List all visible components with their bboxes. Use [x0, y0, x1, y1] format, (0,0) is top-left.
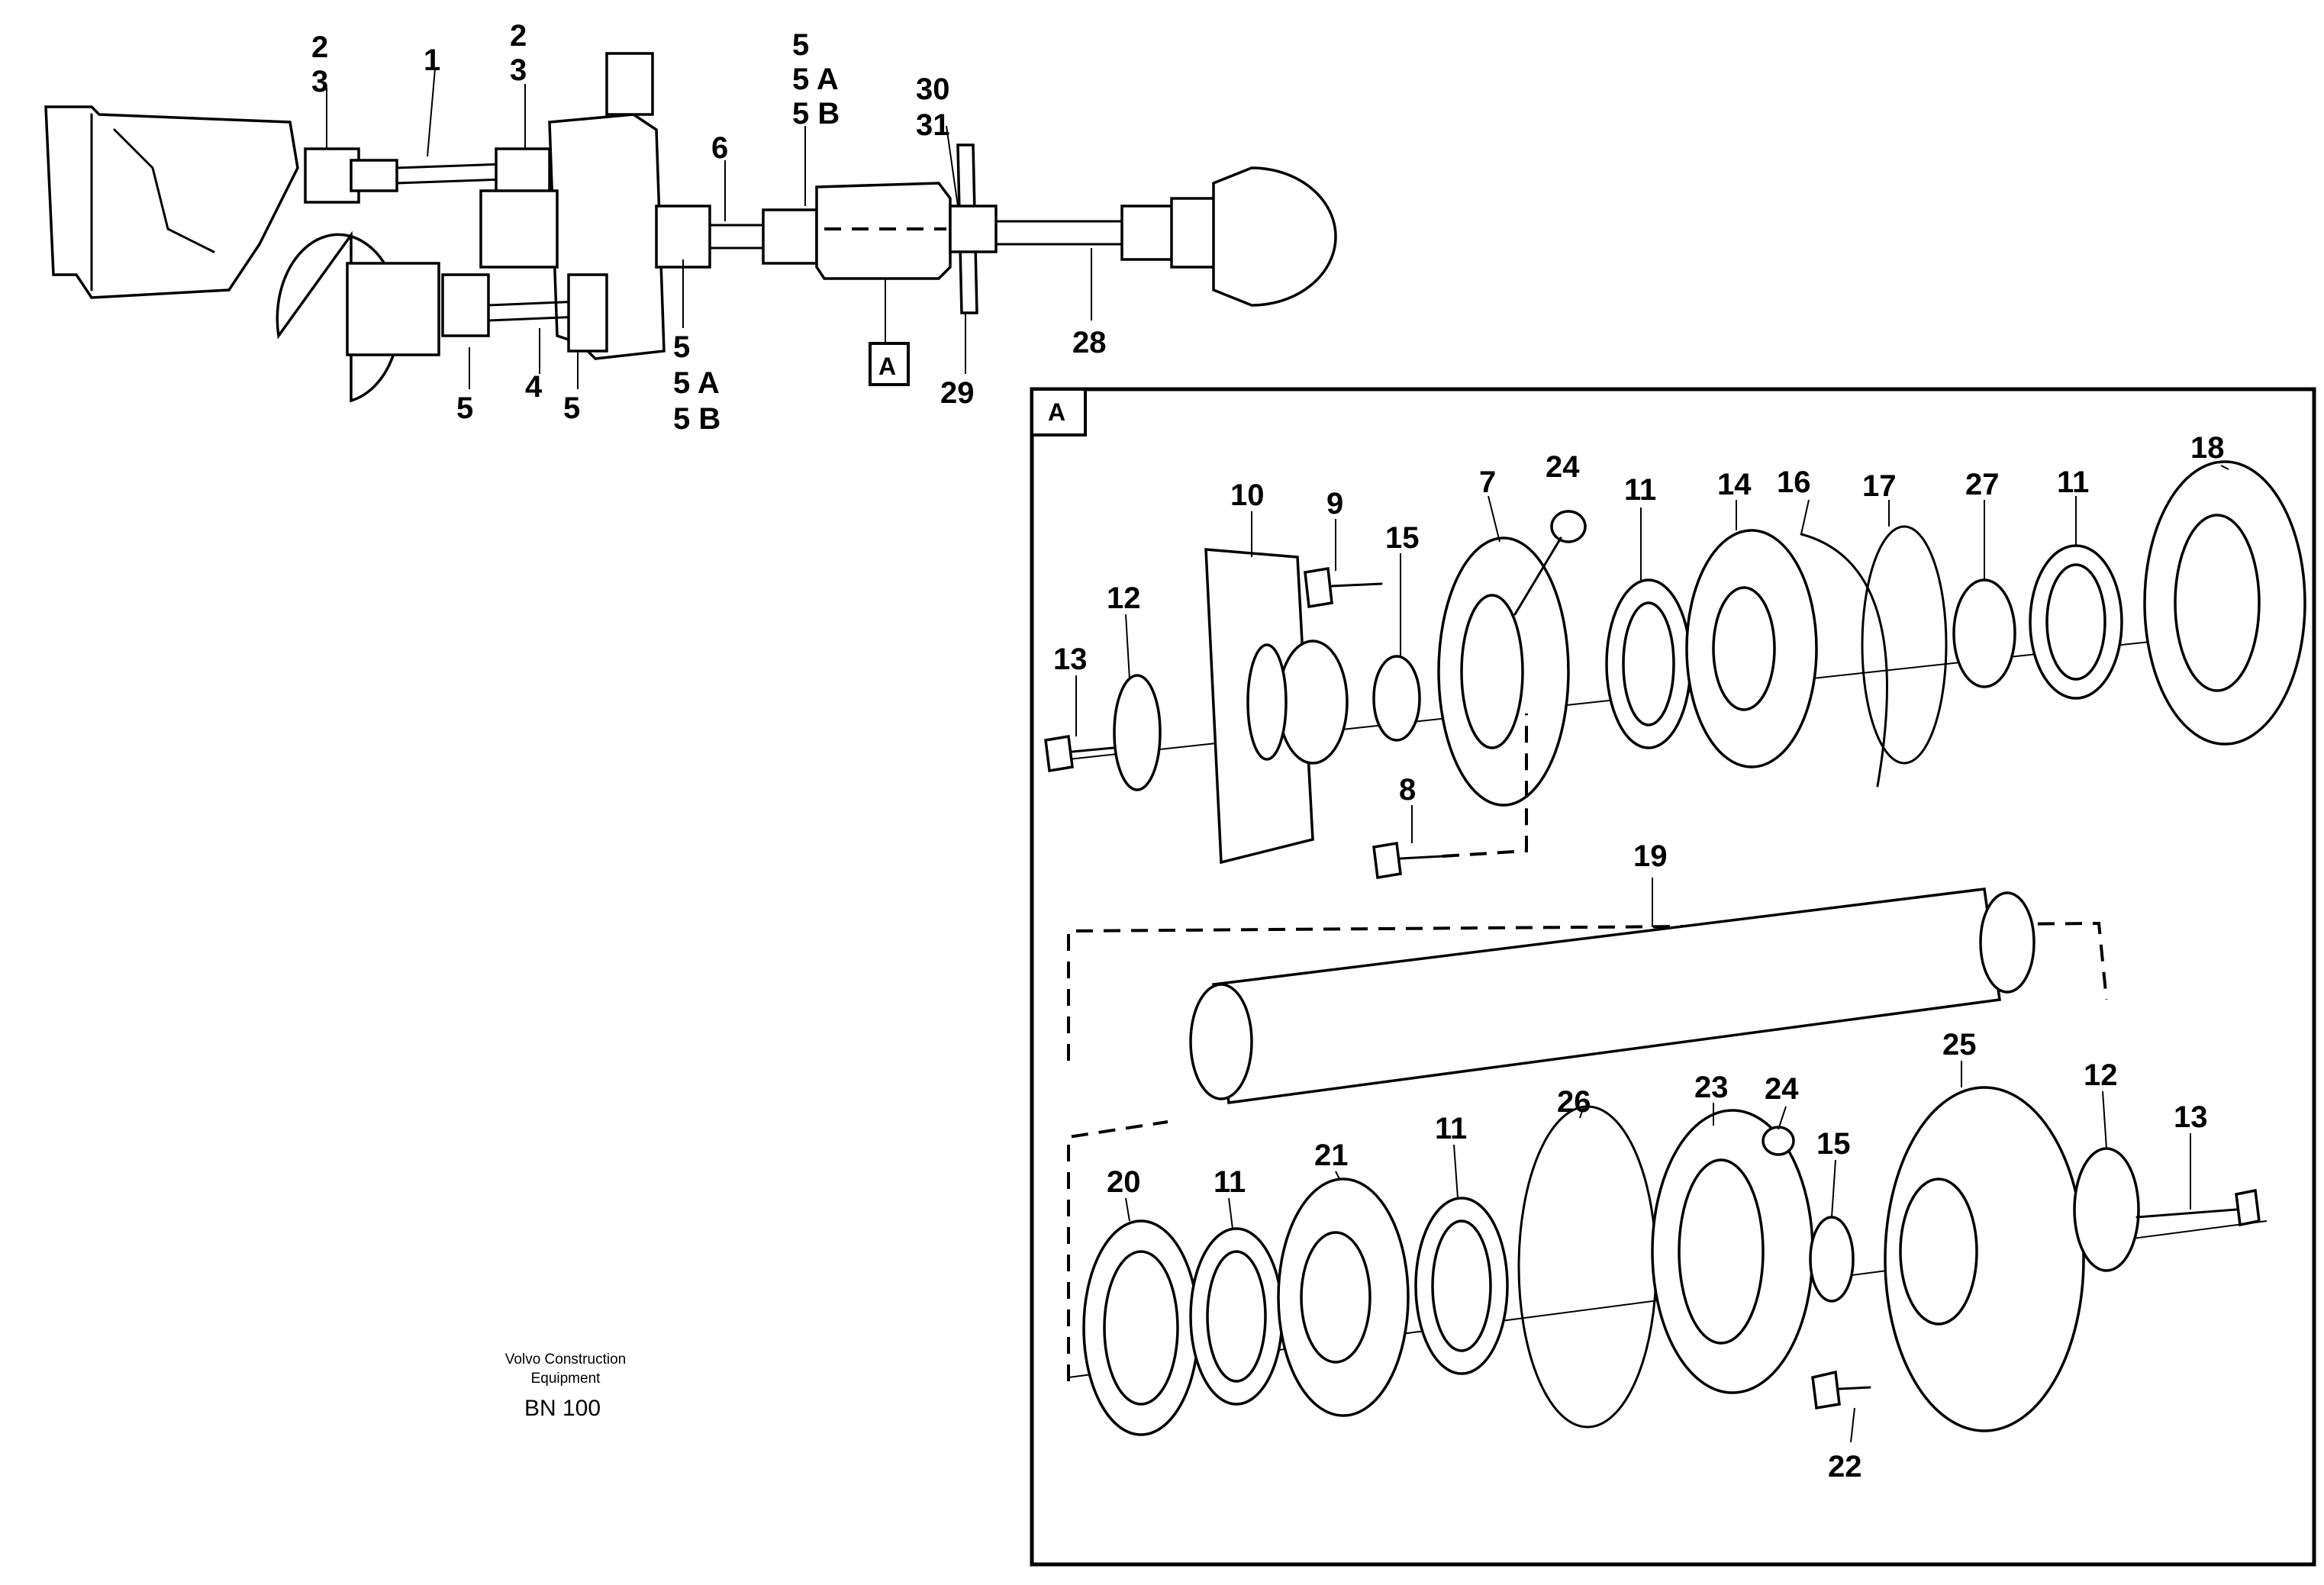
- support-bearing: [815, 182, 952, 280]
- label-23: 23: [1694, 1071, 1729, 1104]
- label-5a-top: 5 A: [792, 63, 839, 96]
- grease-nipple-24b: [1762, 1126, 1795, 1156]
- label-3b: 3: [510, 53, 527, 87]
- label-13a: 13: [1053, 643, 1088, 676]
- label-8: 8: [1399, 773, 1416, 807]
- grease-nipple-24: [1550, 510, 1587, 543]
- detail-labels: 10 9 7 24 11 14 16 17 27 11 18 12 15 13 …: [1053, 431, 2225, 1484]
- label-9: 9: [1326, 487, 1343, 520]
- label-5-mid: 5: [673, 330, 690, 364]
- flange-25: [1884, 1086, 2085, 1432]
- washer-12: [1113, 674, 1162, 791]
- label-15a: 15: [1385, 521, 1420, 555]
- detail-upper-assembly: [1044, 460, 2306, 880]
- label-11d: 11: [1435, 1112, 1467, 1145]
- bolt-9: [1304, 566, 1333, 609]
- label-13b: 13: [2174, 1100, 2208, 1134]
- label-28: 28: [1072, 326, 1107, 359]
- detail-a-callout[interactable]: A: [869, 290, 910, 386]
- brand-line-2: Equipment: [531, 1371, 601, 1387]
- bolt-22: [1811, 1370, 1841, 1410]
- drawing-code: BN 100: [524, 1396, 601, 1421]
- label-6: 6: [711, 131, 728, 165]
- label-5b-top: 5 B: [792, 97, 840, 130]
- washer-12b: [2073, 1147, 2140, 1272]
- label-5b-mid: 5 B: [673, 402, 720, 436]
- detail-leaders: [1075, 465, 2229, 1443]
- brand-block: Volvo Construction Equipment BN 100: [505, 1351, 626, 1421]
- callout-a-label: A: [878, 353, 896, 380]
- circlip-16: [1800, 533, 1888, 788]
- label-12a: 12: [1107, 581, 1141, 615]
- label-2b: 2: [510, 19, 527, 53]
- label-18: 18: [2190, 431, 2225, 465]
- label-16: 16: [1777, 466, 1811, 499]
- oring-15: [1372, 655, 1421, 742]
- engine-housing: [44, 105, 299, 299]
- label-5-right: 5: [563, 391, 580, 425]
- label-11a: 11: [1624, 473, 1656, 507]
- label-15b: 15: [1816, 1127, 1851, 1161]
- label-20: 20: [1107, 1165, 1141, 1199]
- label-17: 17: [1862, 469, 1897, 503]
- label-10: 10: [1230, 478, 1265, 512]
- label-31: 31: [916, 108, 950, 142]
- label-30: 30: [916, 72, 950, 106]
- label-12b: 12: [2084, 1058, 2118, 1092]
- bolt-13b: [2235, 1188, 2261, 1227]
- label-24: 24: [1546, 450, 1580, 484]
- rear-axle-housing: [1212, 166, 1337, 307]
- label-14: 14: [1717, 468, 1752, 501]
- label-22: 22: [1828, 1450, 1862, 1484]
- label-19: 19: [1633, 839, 1668, 873]
- label-7: 7: [1479, 466, 1496, 499]
- label-27: 27: [1965, 468, 2000, 501]
- snap-ring-17: [1861, 525, 1948, 765]
- label-25: 25: [1942, 1028, 1977, 1061]
- label-3a: 3: [311, 65, 328, 98]
- label-5a-mid: 5 A: [673, 366, 720, 400]
- shaft-yoke-2: [495, 147, 551, 196]
- ring-27: [1952, 578, 2016, 688]
- bolt-8: [1372, 841, 1402, 880]
- label-5-top: 5: [792, 28, 809, 62]
- brand-line-1: Volvo Construction: [505, 1351, 626, 1368]
- label-21: 21: [1314, 1139, 1349, 1172]
- label-5-left: 5: [456, 391, 473, 425]
- label-4: 4: [525, 370, 543, 404]
- label-26: 26: [1557, 1085, 1591, 1119]
- overview-drivetrain: [44, 52, 1337, 403]
- label-24b: 24: [1765, 1072, 1799, 1106]
- detail-lower-assembly: [1067, 1086, 2268, 1436]
- overview-labels: 2 3 1 2 3 5 5 A 5 B 30 31 6 5 5 A 5 B 5 …: [311, 19, 1107, 436]
- detail-shaft-19: [1067, 878, 2108, 1104]
- label-11c: 11: [1214, 1165, 1246, 1199]
- detail-a-frame: A: [1030, 387, 2316, 1567]
- label-2a: 2: [311, 31, 328, 64]
- label-11b: 11: [2057, 466, 2089, 499]
- label-1: 1: [424, 43, 440, 77]
- detail-box-label: A: [1048, 398, 1065, 426]
- label-29: 29: [940, 376, 975, 410]
- bolt-13: [1044, 734, 1074, 773]
- oring-26: [1517, 1105, 1658, 1429]
- oring-15b: [1809, 1216, 1855, 1303]
- shaft-19: [1212, 888, 2001, 1104]
